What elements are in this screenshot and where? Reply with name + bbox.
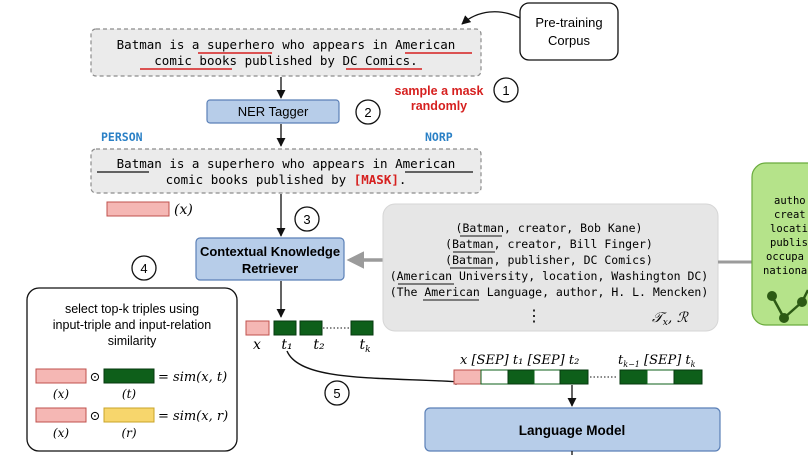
kb-ellipsis: ⋮ (526, 306, 542, 325)
seq1-tk (350, 320, 374, 336)
seq2-label-left: x [SEP] t₁ [SEP] t₂ (460, 353, 579, 368)
svg-text:5: 5 (333, 386, 340, 401)
corpus-label-line2: Corpus (548, 33, 590, 48)
sentence2-line1: Batman is a superhero who appears in Ame… (117, 156, 456, 171)
relation-5: occupa (766, 251, 804, 263)
sim-x-rect-2 (35, 407, 87, 423)
step-1-badge: 1 (493, 77, 519, 103)
masked-sentence-box: Batman is a superhero who appears in Ame… (90, 148, 482, 194)
triple-4: (American University, location, Washingt… (390, 269, 709, 283)
selection-title-1: select top-k triples using (65, 302, 199, 316)
relation-6: nationa (763, 265, 807, 277)
input-x-rect (106, 201, 170, 217)
svg-text:2: 2 (364, 105, 371, 120)
sentence2-line2: comic books published by [MASK]. (166, 172, 407, 187)
language-model-label: Language Model (519, 423, 626, 438)
step-2-badge: 2 (355, 99, 381, 125)
seq1-t2 (299, 320, 323, 336)
sim-t-rect (103, 368, 155, 384)
seq1-x (245, 320, 270, 336)
relation-1: autho (774, 195, 806, 207)
label-t: (t) (122, 387, 137, 401)
pretraining-corpus-box: Pre-training Corpus (519, 2, 619, 61)
seq2-label-right: tk−1 [SEP] tk (618, 353, 696, 369)
input-sentence-box: Batman is a superhero who appears in Ame… (90, 28, 482, 77)
tag-norp: NORP (425, 130, 453, 144)
ner-tagger-box: NER Tagger (206, 99, 340, 124)
retriever-line2: Retriever (242, 261, 298, 276)
ner-tagger-label: NER Tagger (238, 104, 309, 119)
step-4-badge: 4 (131, 255, 157, 281)
topk-selection-box: select top-k triples using input-triple … (26, 287, 238, 452)
arrow-step-5 (286, 350, 463, 386)
sentence1-line2: comic books published by DC Comics. (154, 53, 417, 68)
label-x-2: (x) (53, 426, 69, 440)
svg-text:4: 4 (140, 261, 147, 276)
eq-sim-x-r: = sim(x, r) (158, 409, 228, 424)
sim-r-rect (103, 407, 155, 423)
relation-3: locati (770, 223, 808, 235)
relations-box: autho creat locati publis occupa nationa (751, 162, 808, 326)
language-model-box: Language Model (424, 407, 721, 452)
sim-x-rect-1 (35, 368, 87, 384)
selection-title-2: input-triple and input-relation (53, 318, 211, 332)
retrieved-triples-sequence: x t₁ t₂ tk (245, 320, 374, 355)
sample-mask-line2: randomly (411, 99, 467, 113)
svg-text:1: 1 (502, 83, 509, 98)
input-x-label: (x) (174, 202, 193, 218)
relation-2: creat (774, 209, 806, 221)
tag-person: PERSON (101, 130, 143, 144)
corpus-arrow (461, 11, 521, 25)
kb-label: 𝒯x, ℛ (652, 310, 689, 328)
eq-sim-x-t: = sim(x, t) (158, 370, 227, 385)
corpus-label-line1: Pre-training (535, 15, 602, 30)
label-x-1: (x) (53, 387, 69, 401)
odot-2: ⊙ (90, 409, 101, 424)
seq1-x-label: x (253, 337, 261, 353)
retriever-line1: Contextual Knowledge (200, 244, 340, 259)
relation-4: publis (770, 237, 808, 249)
knowledge-base-box: (Batman, creator, Bob Kane) (Batman, cre… (382, 203, 719, 332)
triple-3: (Batman, publisher, DC Comics) (445, 253, 653, 267)
knowledge-retriever-box: Contextual Knowledge Retriever (195, 237, 345, 281)
seq1-tk-label: tk (359, 337, 370, 355)
graph-icon (767, 289, 808, 323)
seq1-t2-label: t₂ (313, 337, 325, 353)
triple-5: (The American Language, author, H. L. Me… (390, 285, 709, 299)
seq1-t1-label: t₁ (281, 337, 292, 353)
triple-1: (Batman, creator, Bob Kane) (456, 221, 643, 235)
seq1-t1 (273, 320, 297, 336)
odot-1: ⊙ (90, 370, 101, 385)
lm-input-sequence: x [SEP] t₁ [SEP] t₂ tk−1 [SEP] tk (453, 353, 703, 385)
label-r: (r) (121, 426, 136, 440)
sentence1-line1: Batman is a superhero who appears in Ame… (117, 37, 456, 52)
sample-mask-line1: sample a mask (395, 84, 484, 98)
selection-title-3: similarity (108, 334, 157, 348)
step-3-badge: 3 (294, 206, 320, 232)
svg-text:3: 3 (303, 212, 310, 227)
step-5-badge: 5 (324, 380, 350, 406)
triple-2: (Batman, creator, Bill Finger) (445, 237, 653, 251)
